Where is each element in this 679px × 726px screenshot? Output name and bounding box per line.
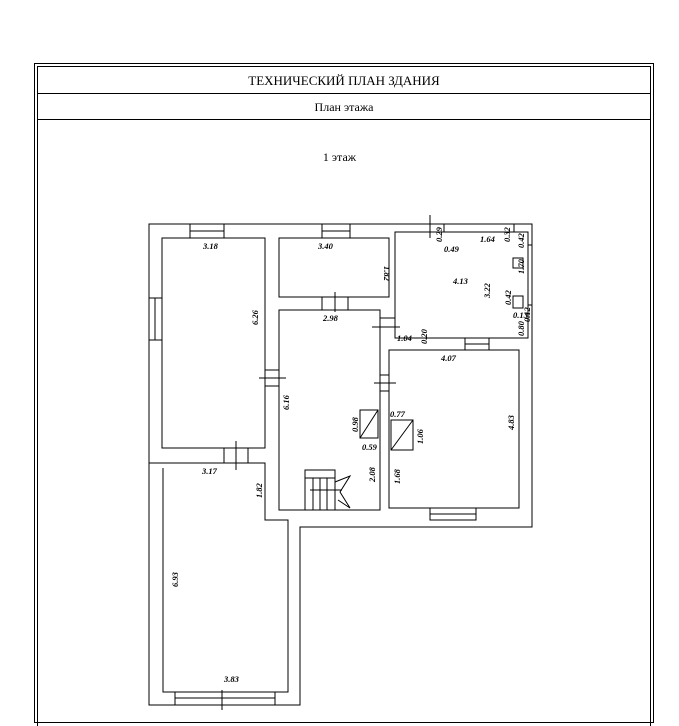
window-r3-small-1 [512, 257, 524, 269]
dim-hall-width: 2.98 [322, 313, 339, 323]
dim-column-2-b: 1.06 [415, 428, 425, 444]
dim-r3-i: 0.80 [516, 320, 526, 336]
dim-column-1-b: 0.59 [362, 442, 378, 452]
dim-hall-height: 6.16 [281, 394, 291, 410]
dim-r3-h: 3.22 [482, 282, 492, 299]
room-2-outline [278, 237, 390, 298]
dim-r2-height: 1.82 [382, 266, 392, 282]
dim-column-2-a: 0.77 [390, 409, 406, 419]
dim-r1-height: 6.26 [250, 309, 260, 325]
window-r3-small-2 [512, 295, 524, 309]
dim-r1-width: 3.18 [202, 241, 219, 251]
dim-r4-lower: 1.68 [392, 468, 402, 484]
sheet-inner-frame [37, 66, 651, 726]
floor-label: 1 этаж [322, 150, 357, 164]
dim-r3-j: 0.12 [522, 306, 532, 322]
dim-r3-area: 4.13 [452, 276, 469, 286]
dim-r3-b: 0.49 [444, 244, 460, 254]
dim-r3-g: 0.42 [503, 289, 513, 305]
floor-plan: 3.18 6.26 3.40 1.82 0.29 0.49 1.64 0.32 … [148, 215, 533, 710]
dim-r6-height: 6.93 [170, 571, 180, 587]
dim-r3-d: 0.32 [502, 226, 512, 242]
dim-r5-side: 1.82 [254, 482, 264, 498]
outer-wall [148, 223, 533, 706]
dim-hall-gap: 0.20 [419, 328, 429, 344]
dim-r4-height: 4.83 [506, 414, 516, 431]
dim-hall-lower: 2.08 [367, 466, 377, 483]
hallway-outline [278, 309, 381, 511]
dim-column-1-a: 0.98 [350, 416, 360, 432]
dim-r3-h2: 0.13 [513, 310, 529, 320]
dim-r3-f: 1.70 [516, 258, 526, 274]
dim-r2-width: 3.40 [317, 241, 334, 251]
window-r3-right [527, 244, 533, 306]
dim-r3-e: 0.42 [516, 232, 526, 248]
dim-hall-door: 1.04 [397, 333, 412, 343]
dim-r4-width: 4.07 [440, 353, 457, 363]
page-subtitle: План этажа [37, 94, 651, 120]
room-1-outline [161, 237, 266, 449]
dim-r6-width: 3.83 [223, 674, 240, 684]
page-title: ТЕХНИЧЕСКИЙ ПЛАН ЗДАНИЯ [37, 66, 651, 94]
dim-r3-c: 1.64 [480, 234, 495, 244]
staircase [304, 469, 352, 511]
dim-r5-width: 3.17 [201, 466, 218, 476]
dim-r3-a: 0.29 [434, 226, 444, 242]
window-r3-top [443, 223, 515, 233]
